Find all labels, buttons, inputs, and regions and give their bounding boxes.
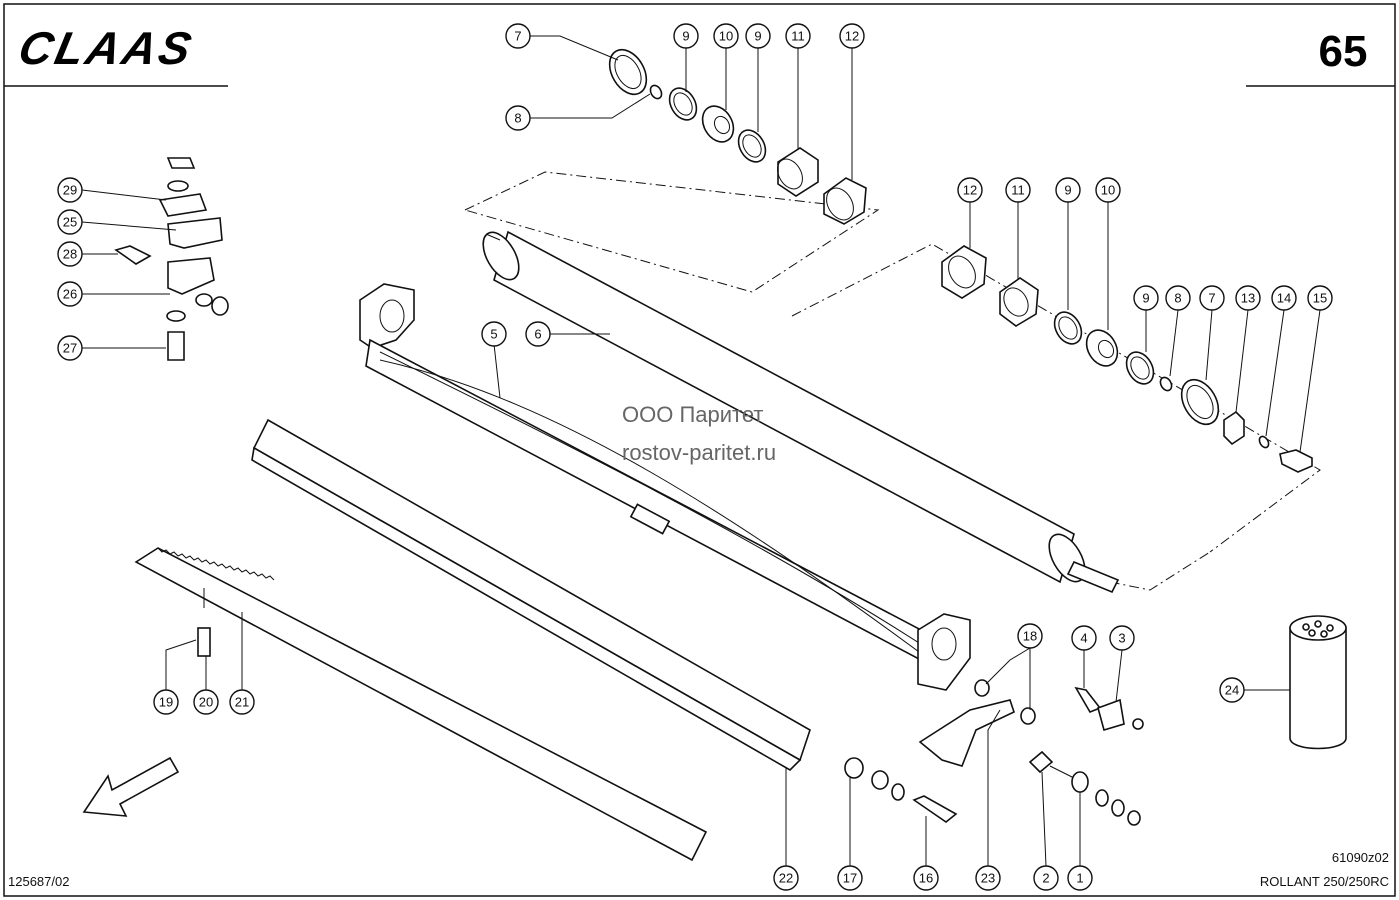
callout-8a: 8: [505, 105, 531, 131]
svg-text:19: 19: [159, 695, 173, 710]
svg-text:10: 10: [1101, 183, 1115, 198]
svg-text:23: 23: [981, 871, 995, 886]
callout-7a: 7: [505, 23, 531, 49]
svg-text:26: 26: [63, 287, 77, 302]
svg-text:20: 20: [199, 695, 213, 710]
callout-12b: 12: [957, 177, 983, 203]
svg-text:16: 16: [919, 871, 933, 886]
callout-9a: 9: [673, 23, 699, 49]
small-hardware: [844, 615, 1347, 826]
svg-text:15: 15: [1313, 291, 1327, 306]
drawing-code: 61090z02: [1331, 850, 1389, 865]
svg-text:6: 6: [534, 327, 541, 342]
callout-11a: 11: [785, 23, 811, 49]
callout-9d: 9: [1133, 285, 1159, 311]
svg-text:24: 24: [1225, 683, 1239, 698]
svg-text:13: 13: [1241, 291, 1255, 306]
svg-text:8: 8: [514, 111, 521, 126]
svg-text:14: 14: [1277, 291, 1291, 306]
top-ring-stack: [608, 48, 867, 225]
callout-15: 15: [1307, 285, 1333, 311]
callout-8b: 8: [1165, 285, 1191, 311]
callout-22: 22: [773, 865, 799, 891]
svg-text:2: 2: [1042, 871, 1049, 886]
svg-text:28: 28: [63, 247, 77, 262]
svg-text:11: 11: [1011, 183, 1025, 198]
watermark-site: rostov-paritet.ru: [622, 440, 777, 465]
svg-text:29: 29: [63, 183, 77, 198]
callout-23: 23: [975, 865, 1001, 891]
roller-tube: [482, 230, 1120, 594]
callouts: 7 8 9 10 9 11 12 12 11 9 10 9 8 7 13 14 …: [57, 23, 1333, 891]
svg-text:25: 25: [63, 215, 77, 230]
model-name: ROLLANT 250/250RC: [1259, 874, 1389, 889]
callout-1: 1: [1067, 865, 1093, 891]
svg-text:5: 5: [490, 327, 497, 342]
svg-text:22: 22: [779, 871, 793, 886]
svg-text:8: 8: [1174, 291, 1181, 306]
direction-arrow-icon: [82, 756, 180, 817]
svg-text:9: 9: [754, 29, 761, 44]
page-number: 65: [1319, 27, 1368, 76]
svg-text:17: 17: [843, 871, 857, 886]
callout-5: 5: [481, 321, 507, 347]
svg-text:18: 18: [1023, 629, 1037, 644]
right-assembly-outline: [791, 243, 1321, 553]
callout-3: 3: [1109, 625, 1135, 651]
callout-11b: 11: [1005, 177, 1031, 203]
svg-text:7: 7: [514, 29, 521, 44]
svg-text:3: 3: [1118, 631, 1125, 646]
scraper-angle: [251, 418, 811, 771]
svg-text:10: 10: [719, 29, 733, 44]
svg-text:21: 21: [235, 695, 249, 710]
upper-left-assembly-outline: [464, 171, 880, 293]
callout-7b: 7: [1199, 285, 1225, 311]
toothed-strip: [134, 547, 708, 862]
callout-18: 18: [1017, 623, 1043, 649]
callout-9c: 9: [1055, 177, 1081, 203]
svg-text:9: 9: [682, 29, 689, 44]
callout-12a: 12: [839, 23, 865, 49]
watermark-company: ООО Паритет: [622, 402, 764, 427]
doc-id: 125687/02: [8, 874, 70, 889]
callout-21: 21: [229, 689, 255, 715]
svg-text:11: 11: [791, 29, 805, 44]
callout-13: 13: [1235, 285, 1261, 311]
callout-2: 2: [1033, 865, 1059, 891]
svg-text:9: 9: [1064, 183, 1071, 198]
support-bar: [359, 283, 971, 691]
svg-text:1: 1: [1076, 871, 1083, 886]
callout-29: 29: [57, 177, 83, 203]
svg-text:27: 27: [63, 341, 77, 356]
callout-28: 28: [57, 241, 83, 267]
svg-text:9: 9: [1142, 291, 1149, 306]
right-ring-stack: [941, 245, 1313, 473]
callout-14: 14: [1271, 285, 1297, 311]
callout-26: 26: [57, 281, 83, 307]
callout-17: 17: [837, 865, 863, 891]
callout-20: 20: [193, 689, 219, 715]
brand-logo: CLAAS: [14, 22, 198, 73]
callout-16: 16: [913, 865, 939, 891]
svg-text:12: 12: [845, 29, 859, 44]
sheet-border: [3, 3, 1396, 897]
callout-10a: 10: [713, 23, 739, 49]
leader-lines: [81, 35, 1321, 867]
callout-25: 25: [57, 209, 83, 235]
callout-6: 6: [525, 321, 551, 347]
callout-19: 19: [153, 689, 179, 715]
callout-10b: 10: [1095, 177, 1121, 203]
bracket-assembly: [114, 157, 229, 361]
callout-9b: 9: [745, 23, 771, 49]
svg-text:4: 4: [1080, 631, 1087, 646]
svg-text:12: 12: [963, 183, 977, 198]
callout-27: 27: [57, 335, 83, 361]
callout-24: 24: [1219, 677, 1245, 703]
callout-4: 4: [1071, 625, 1097, 651]
svg-text:7: 7: [1208, 291, 1215, 306]
